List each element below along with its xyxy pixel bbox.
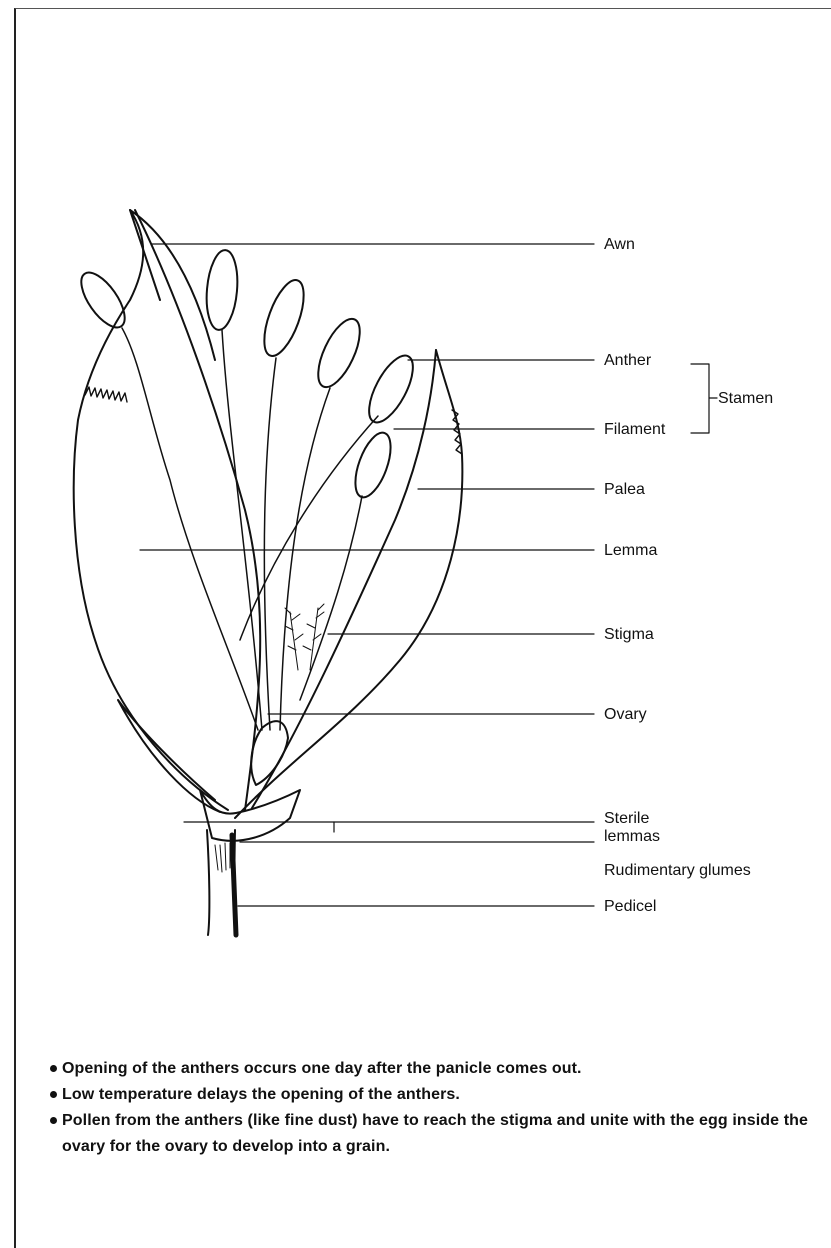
label-stigma: Stigma bbox=[604, 626, 654, 644]
label-sterile-lemmas: Sterile lemmas bbox=[604, 810, 674, 846]
palea-inner bbox=[252, 350, 436, 808]
anther bbox=[348, 428, 398, 501]
label-ovary: Ovary bbox=[604, 706, 647, 724]
anther bbox=[73, 266, 133, 334]
label-palea: Palea bbox=[604, 481, 645, 499]
pedicel-stalk bbox=[207, 830, 236, 935]
notes-list: Opening of the anthers occurs one day af… bbox=[50, 1056, 820, 1160]
anther bbox=[256, 275, 312, 360]
stigma-feathery bbox=[285, 604, 324, 670]
label-awn: Awn bbox=[604, 236, 635, 254]
label-stamen: Stamen bbox=[718, 390, 773, 408]
leader-lines bbox=[140, 244, 717, 906]
lemma-back bbox=[135, 210, 260, 810]
anther bbox=[310, 313, 368, 393]
label-rudimentary-glumes: Rudimentary glumes bbox=[604, 862, 751, 880]
note-item: Low temperature delays the opening of th… bbox=[50, 1082, 820, 1108]
label-anther: Anther bbox=[604, 352, 651, 370]
label-lemma: Lemma bbox=[604, 542, 657, 560]
lemma-outline bbox=[74, 210, 228, 810]
anther bbox=[360, 349, 421, 428]
sterile-lemmas bbox=[200, 790, 300, 841]
anther bbox=[204, 249, 241, 331]
note-item: Opening of the anthers occurs one day af… bbox=[50, 1056, 820, 1082]
anthers bbox=[73, 249, 421, 502]
label-filament: Filament bbox=[604, 421, 665, 439]
note-item: Pollen from the anthers (like fine dust)… bbox=[50, 1108, 820, 1160]
lemma-serrations bbox=[85, 387, 127, 402]
rudimentary-glumes bbox=[215, 843, 230, 872]
label-pedicel: Pedicel bbox=[604, 898, 656, 916]
